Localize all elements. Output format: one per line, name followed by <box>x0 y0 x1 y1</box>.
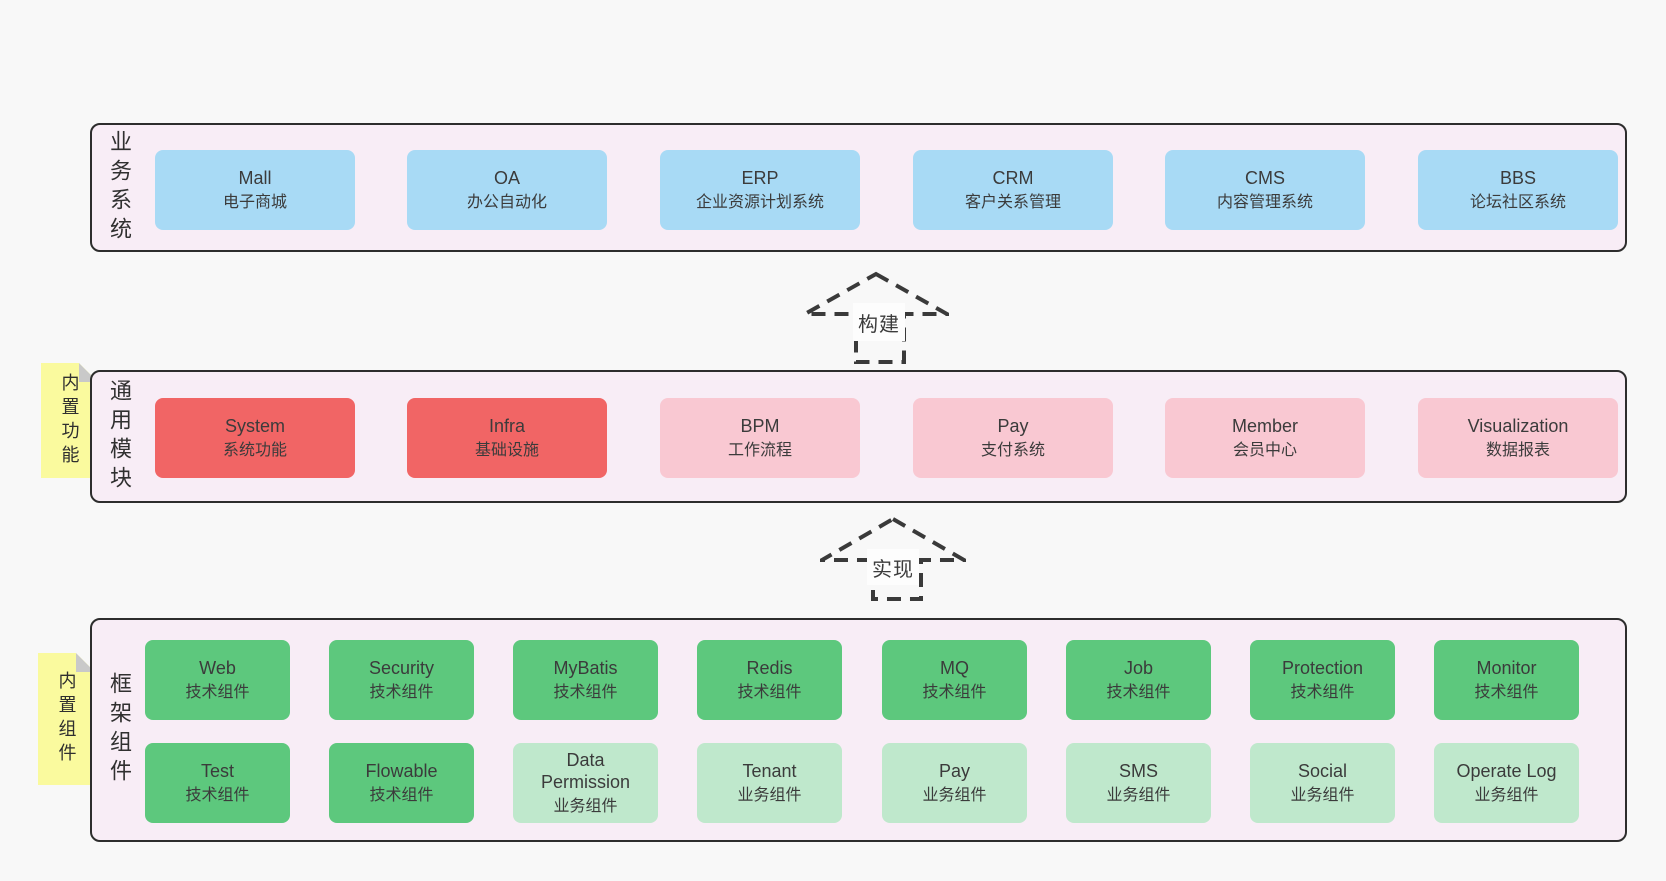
box-bbs: BBS 论坛社区系统 <box>1418 150 1618 230</box>
box-redis-component: Redis 技术组件 <box>697 640 842 720</box>
box-infra: Infra 基础设施 <box>407 398 607 478</box>
box-test-component: Test 技术组件 <box>145 743 290 823</box>
box-flowable-component: Flowable 技术组件 <box>329 743 474 823</box>
box-mq-component: MQ 技术组件 <box>882 640 1027 720</box>
box-job-component: Job 技术组件 <box>1066 640 1211 720</box>
box-web-component: Web 技术组件 <box>145 640 290 720</box>
box-erp: ERP 企业资源计划系统 <box>660 150 860 230</box>
sticky-label: 内置组件 <box>56 671 77 767</box>
box-data-permission-component: Data Permission 业务组件 <box>513 743 658 823</box>
sticky-note-builtin-functions: 内置功能 <box>41 363 98 478</box>
box-protection-component: Protection 技术组件 <box>1250 640 1395 720</box>
implement-arrow-label: 实现 <box>867 549 919 585</box>
build-arrow-label: 构建 <box>853 303 905 341</box>
layer-label-common-modules: 通用模块 <box>107 378 132 495</box>
box-crm: CRM 客户关系管理 <box>913 150 1113 230</box>
box-tenant-component: Tenant 业务组件 <box>697 743 842 823</box>
layer-label-framework-components: 框架组件 <box>107 672 132 788</box>
box-mall: Mall 电子商城 <box>155 150 355 230</box>
box-monitor-component: Monitor 技术组件 <box>1434 640 1579 720</box>
layer-common-modules: 通用模块 System 系统功能 Infra 基础设施 BPM 工作流程 Pay… <box>90 370 1627 503</box>
box-sms-component: SMS 业务组件 <box>1066 743 1211 823</box>
build-arrow-icon <box>803 271 949 364</box>
sticky-label: 内置功能 <box>59 372 80 469</box>
box-social-component: Social 业务组件 <box>1250 743 1395 823</box>
box-system: System 系统功能 <box>155 398 355 478</box>
box-oa: OA 办公自动化 <box>407 150 607 230</box>
layer-label-business-systems: 业务系统 <box>107 129 132 246</box>
layer-business-systems: 业务系统 Mall 电子商城 OA 办公自动化 ERP 企业资源计划系统 CRM… <box>90 123 1627 252</box>
box-pay-component: Pay 业务组件 <box>882 743 1027 823</box>
box-bpm: BPM 工作流程 <box>660 398 860 478</box>
box-mybatis-component: MyBatis 技术组件 <box>513 640 658 720</box>
box-pay-system: Pay 支付系统 <box>913 398 1113 478</box>
box-security-component: Security 技术组件 <box>329 640 474 720</box>
box-member: Member 会员中心 <box>1165 398 1365 478</box>
layer-framework-components: 框架组件 Web 技术组件 Security 技术组件 MyBatis 技术组件… <box>90 618 1627 842</box>
box-operate-log-component: Operate Log 业务组件 <box>1434 743 1579 823</box>
box-visualization: Visualization 数据报表 <box>1418 398 1618 478</box>
sticky-note-builtin-components: 内置组件 <box>38 653 95 785</box>
box-cms: CMS 内容管理系统 <box>1165 150 1365 230</box>
implement-arrow-icon <box>820 516 966 601</box>
